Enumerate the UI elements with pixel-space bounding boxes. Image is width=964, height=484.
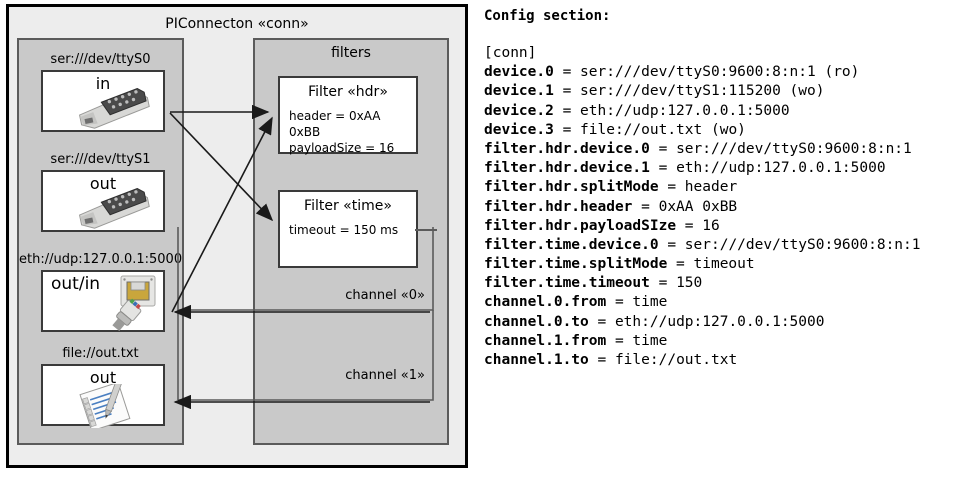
- config-line: filter.hdr.device.1 = eth://udp:127.0.0.…: [484, 160, 886, 177]
- device-box-ethernet[interactable]: out/in: [41, 270, 165, 332]
- config-line: channel.1.from = time: [484, 332, 668, 349]
- channel-region-0[interactable]: channel «0»: [180, 229, 437, 309]
- config-line: device.3 = file://out.txt (wo): [484, 121, 746, 138]
- config-line: device.1 = ser:///dev/ttyS1:115200 (wo): [484, 83, 825, 100]
- device-caption-serial1: out: [89, 174, 117, 193]
- filters-panel: filters Filter «hdr» header = 0xAA 0xBB …: [253, 38, 449, 445]
- connection-diagram: PIConnecton «conn» ser:///dev/ttyS0 in: [0, 0, 470, 470]
- config-line: [conn]: [484, 45, 537, 61]
- device-label-serial0: ser:///dev/ttyS0: [50, 52, 151, 67]
- device-caption-file: out: [89, 368, 117, 387]
- devices-panel: ser:///dev/ttyS0 in: [17, 38, 184, 445]
- serial-port-icon: [78, 88, 150, 129]
- config-line: channel.1.to = file://out.txt: [484, 352, 738, 368]
- config-section: Config section: [conn] device.0 = ser:///…: [482, 0, 964, 484]
- config-line: filter.hdr.payloadSIze = 16: [484, 217, 720, 234]
- config-heading: Config section:: [484, 8, 611, 24]
- device-box-serial1[interactable]: out: [41, 170, 165, 232]
- channel-label-0: channel «0»: [345, 288, 425, 303]
- filter-box-hdr[interactable]: Filter «hdr» header = 0xAA 0xBB payloadS…: [278, 76, 418, 156]
- serial-port-icon: [78, 188, 150, 229]
- filters-panel-title: filters: [331, 45, 371, 61]
- filter-prop: header = 0xAA 0xBB: [289, 109, 381, 139]
- filter-props-hdr: header = 0xAA 0xBB payloadSize = 16: [289, 108, 410, 156]
- ethernet-socket-icon: [112, 275, 156, 332]
- device-caption-serial0: in: [95, 74, 111, 93]
- device-label-file: file://out.txt: [62, 346, 139, 361]
- device-box-serial0[interactable]: in: [41, 70, 165, 132]
- filter-prop: payloadSize = 16: [289, 141, 395, 155]
- config-line: filter.hdr.device.0 = ser:///dev/ttyS0:9…: [484, 140, 912, 157]
- filter-title-hdr: Filter «hdr»: [308, 84, 388, 100]
- config-line: channel.0.to = eth://udp:127.0.0.1:5000: [484, 313, 825, 330]
- config-line: filter.hdr.splitMode = header: [484, 179, 738, 196]
- config-line: filter.time.device.0 = ser:///dev/ttyS0:…: [484, 236, 921, 253]
- config-line: filter.time.timeout = 150: [484, 275, 703, 292]
- device-caption-ethernet: out/in: [51, 274, 101, 294]
- config-line: device.2 = eth://udp:127.0.0.1:5000: [484, 102, 790, 119]
- config-line: filter.time.splitMode = timeout: [484, 256, 755, 273]
- config-line: filter.hdr.header = 0xAA 0xBB: [484, 198, 738, 215]
- channel-label-1: channel «1»: [345, 368, 425, 383]
- config-line: device.0 = ser:///dev/ttyS0:9600:8:n:1 (…: [484, 64, 860, 81]
- config-line: channel.0.from = time: [484, 294, 668, 311]
- device-label-ethernet: eth://udp:127.0.0.1:5000: [19, 252, 183, 267]
- device-label-serial1: ser:///dev/ttyS1: [50, 152, 151, 167]
- diagram-title: PIConnecton «conn»: [165, 16, 309, 32]
- device-box-file[interactable]: out: [41, 364, 165, 428]
- text-file-icon: [79, 384, 131, 428]
- filter-title-time: Filter «time»: [304, 198, 392, 214]
- config-body[interactable]: [conn] device.0 = ser:///dev/ttyS0:9600:8…: [484, 44, 921, 370]
- channel-region-1[interactable]: channel «1»: [180, 309, 437, 389]
